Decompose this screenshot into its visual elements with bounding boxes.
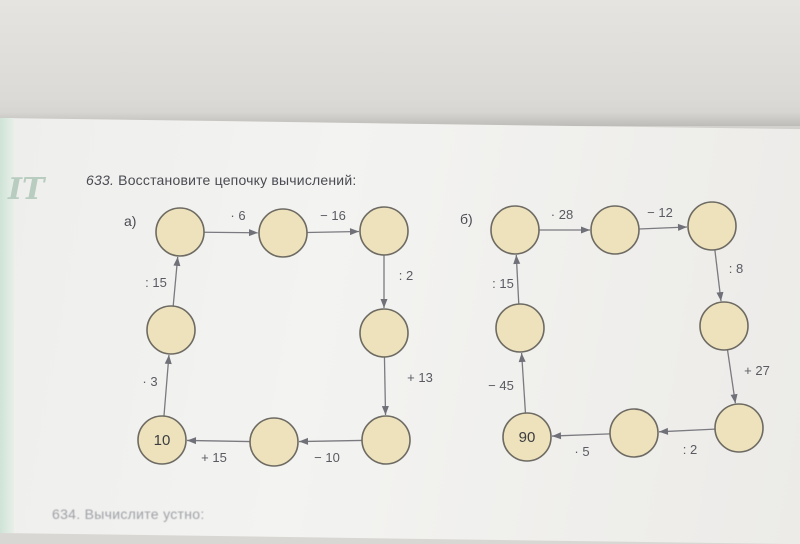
diagram-b-arrow-7-arrowhead xyxy=(518,352,526,363)
diagram-a-arrow-4-arrowhead xyxy=(381,405,389,416)
diagram-b-operation-3: : 8 xyxy=(729,261,743,276)
diagram-a-arrow-1-arrowhead xyxy=(248,229,259,237)
diagram-a-circle-6 xyxy=(249,417,299,467)
diagram-b-circle-8 xyxy=(495,303,545,353)
diagram-b-circle-7-value: 90 xyxy=(519,429,536,446)
diagram-b-arrow-6-arrowhead xyxy=(551,432,562,440)
diagram-a-arrow-2-arrowhead xyxy=(349,228,360,236)
diagram-b-circle-2 xyxy=(590,205,640,255)
diagram-b-arrow-1-arrowhead xyxy=(581,226,590,234)
diagram-a-operation-6: + 15 xyxy=(201,450,227,465)
diagram-a-circle-2 xyxy=(258,208,308,258)
diagram-a-arrow-8-arrowhead xyxy=(173,256,181,267)
diagram-b-arrow-5-arrowhead xyxy=(658,427,669,435)
diagram-b-arrow-7-line xyxy=(520,352,527,414)
next-exercise: 634. Вычислите устно: xyxy=(52,506,205,522)
diagram-b-operation-6: · 5 xyxy=(574,444,589,459)
diagram-a-operation-7: · 3 xyxy=(142,374,157,389)
background-wall xyxy=(0,0,800,140)
diagram-a-operation-3: : 2 xyxy=(399,268,413,283)
diagram-a-label: а) xyxy=(124,213,137,229)
diagram-a-circle-7-value: 10 xyxy=(154,432,171,449)
diagram-b-arrow-6-line xyxy=(551,433,611,437)
diagram-b-operation-4: + 27 xyxy=(744,363,770,378)
page-margin-strip xyxy=(0,118,14,533)
diagram-a-arrow-5-line xyxy=(298,439,363,443)
calculation-chains: 10 · 6 − 16 : 2 + 13 − 10 + 15 · 3 : 15 90 · 28 − 1… xyxy=(137,201,770,467)
diagram-a-arrow-6-arrowhead xyxy=(186,437,197,445)
diagram-b-circle-6 xyxy=(609,408,659,458)
diagram-a-arrow-1-line xyxy=(203,231,259,234)
diagram-b-circle-5 xyxy=(714,403,764,453)
exercise-number: 633. xyxy=(86,172,115,188)
diagram-a-arrow-4-line xyxy=(383,356,387,416)
diagram-a-arrow-5-arrowhead xyxy=(298,437,309,445)
diagram-b-arrow-5-line xyxy=(658,428,716,433)
diagram-a-arrow-3-arrowhead xyxy=(380,299,388,308)
exercise-text: Восстановите цепочку вычислений: xyxy=(118,172,357,188)
diagram-b-operation-7: − 45 xyxy=(488,378,514,393)
diagram-b-operation-8: : 15 xyxy=(492,276,514,291)
diagram-a-operation-2: − 16 xyxy=(320,208,346,223)
diagram-b-circle-7 xyxy=(502,412,552,462)
diagram-a-circle-3 xyxy=(359,206,409,256)
diagram-a-circle-8 xyxy=(146,305,196,355)
diagram-a-circle-1 xyxy=(155,207,205,257)
diagram-b-arrow-8-arrowhead xyxy=(513,254,521,265)
diagram-b-label: б) xyxy=(460,211,473,227)
diagram-b-arrow-2-arrowhead xyxy=(677,223,688,231)
diagram-b-circle-4 xyxy=(699,301,749,351)
diagram-a-operation-1: · 6 xyxy=(230,208,245,223)
diagram-b-operation-2: − 12 xyxy=(647,205,673,220)
header-mark: IT xyxy=(8,172,45,207)
diagram-b-circle-1 xyxy=(490,205,540,255)
diagram-a-operation-5: − 10 xyxy=(314,450,340,465)
diagram-b-arrow-3-arrowhead xyxy=(716,291,724,302)
diagram-a-operation-8: : 15 xyxy=(145,275,167,290)
diagram-a-circle-5 xyxy=(361,415,411,465)
diagram-b-operation-5: : 2 xyxy=(683,442,697,457)
diagram-a-circle-7 xyxy=(137,415,187,465)
diagram-a-arrow-6-line xyxy=(186,439,251,443)
diagram-b-circle-3 xyxy=(687,201,737,251)
diagram-b-arrow-4-arrowhead xyxy=(730,393,738,404)
diagram-b-arrow-4-line xyxy=(726,349,737,404)
diagram-a-arrow-7-line xyxy=(163,354,170,417)
diagram-b-operation-1: · 28 xyxy=(551,207,573,222)
diagram-a-circle-4 xyxy=(359,308,409,358)
exercise-title: 633. Восстановите цепочку вычислений: xyxy=(86,172,356,188)
diagram-a-operation-4: + 13 xyxy=(407,370,433,385)
diagram-a-arrow-7-arrowhead xyxy=(164,354,172,365)
